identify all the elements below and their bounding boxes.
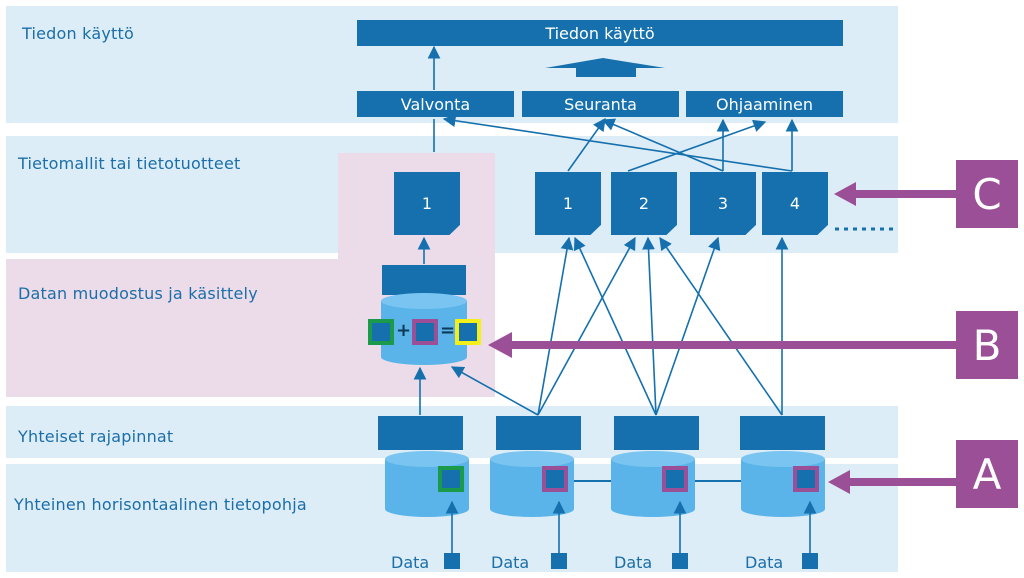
callout-a: A	[956, 440, 1018, 508]
base-marker-purple-icon-4	[793, 466, 819, 492]
layer-label-models: Tietomallit tai tietotuotteet	[18, 154, 241, 173]
base-marker-green-icon	[438, 466, 464, 492]
processing-database	[381, 293, 467, 365]
data-square-icon-4	[802, 553, 818, 569]
data-label-4: Data	[745, 553, 784, 572]
layer-label-interfaces: Yhteiset rajapinnat	[18, 427, 174, 446]
interface-bar-2	[496, 416, 581, 450]
model-doc-1: 1	[535, 172, 601, 235]
model-doc-processing-1: 1	[394, 172, 460, 235]
callout-c: C	[956, 160, 1018, 228]
interface-bar-1	[378, 416, 463, 450]
data-label-2: Data	[491, 553, 530, 572]
layer-label-base: Yhteinen horisontaalinen tietopohja	[14, 495, 307, 514]
processing-interface	[382, 265, 466, 295]
model-doc-2: 2	[611, 172, 677, 235]
usage-bar: Tiedon käyttö	[357, 20, 843, 46]
data-square-icon-3	[672, 553, 688, 569]
layer-label-processing: Datan muodostus ja käsittely	[18, 284, 258, 303]
model-doc-4: 4	[762, 172, 828, 235]
marker-purple-icon	[412, 319, 438, 345]
base-marker-purple-icon-2	[542, 466, 568, 492]
interface-bar-4	[740, 416, 825, 450]
usage-box-ohjaaminen: Ohjaaminen	[686, 91, 843, 117]
usage-box-seuranta: Seuranta	[522, 91, 679, 117]
marker-green-icon	[368, 319, 394, 345]
usage-box-valvonta: Valvonta	[357, 91, 514, 117]
data-label-1: Data	[391, 553, 430, 572]
data-square-icon-2	[551, 553, 567, 569]
equals-operator: =	[440, 320, 456, 341]
layer-label-usage: Tiedon käyttö	[22, 24, 134, 43]
marker-yellow-icon	[455, 319, 481, 345]
plus-operator: +	[396, 320, 412, 341]
base-marker-purple-icon-3	[662, 466, 688, 492]
callout-b: B	[956, 311, 1018, 379]
model-doc-3: 3	[690, 172, 756, 235]
data-square-icon-1	[444, 553, 460, 569]
data-label-3: Data	[614, 553, 653, 572]
interface-bar-3	[614, 416, 699, 450]
